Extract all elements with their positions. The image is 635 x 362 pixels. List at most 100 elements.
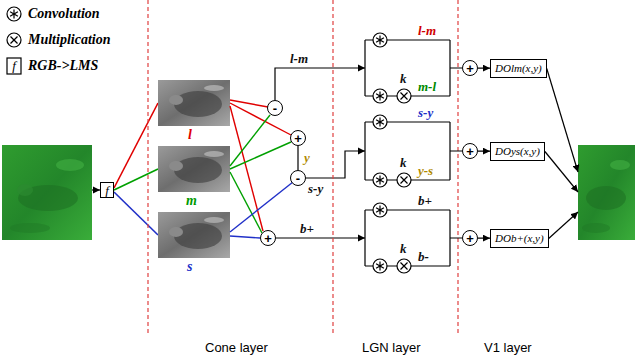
signal-name: y <box>304 150 310 165</box>
cone-image <box>158 146 230 192</box>
svg-path <box>376 176 384 185</box>
svg-rect <box>578 145 635 240</box>
svg-line <box>11 37 18 44</box>
svg-ellipse <box>204 151 224 157</box>
svg-g <box>373 115 411 187</box>
svg-circle <box>373 33 387 47</box>
svg-ellipse <box>17 184 33 196</box>
svg-ellipse <box>169 95 183 105</box>
svg-rect <box>158 146 230 192</box>
svg-path <box>401 263 408 270</box>
operator-circle: + <box>462 60 478 76</box>
svg-ellipse <box>610 160 630 170</box>
input-arrow <box>92 189 100 190</box>
svg-path <box>230 106 263 231</box>
signal-name: b+ <box>300 221 314 236</box>
operator-circle: + <box>462 143 478 159</box>
output-box: DOlm(x,y) <box>490 59 547 78</box>
svg-ellipse <box>204 217 224 223</box>
lgn-channel <box>365 33 462 103</box>
svg-circle <box>373 203 387 217</box>
svg-path <box>401 177 408 184</box>
svg-rect <box>158 212 230 258</box>
svg-circle <box>373 115 387 129</box>
svg-circle <box>373 89 387 103</box>
layer-name: V1 layer <box>484 340 532 355</box>
cone-image <box>158 80 230 126</box>
svg-circle <box>7 7 21 21</box>
input-image <box>2 145 92 240</box>
svg-circle <box>373 173 387 187</box>
svg-path <box>275 68 365 100</box>
signal-name: m-l <box>418 79 436 94</box>
svg-path <box>376 262 384 271</box>
svg-ellipse <box>56 159 84 171</box>
node-text: - <box>296 172 300 185</box>
svg-path <box>401 93 408 100</box>
svg-path <box>365 122 462 180</box>
legend-text: Multiplication <box>28 32 110 48</box>
operator-circle: + <box>260 230 276 246</box>
svg-line <box>11 37 18 44</box>
layer-name: Cone layer <box>205 340 268 355</box>
output-box: DOys(x,y) <box>490 142 545 161</box>
svg-ellipse <box>586 186 626 210</box>
svg-ellipse <box>582 223 610 233</box>
signal-name: b- <box>418 249 429 264</box>
signal-name: l-m <box>290 51 308 66</box>
svg-path <box>230 142 291 169</box>
node-text: DOys(x,y) <box>495 145 540 157</box>
node-text: - <box>273 102 277 115</box>
legend-symbols <box>7 7 21 74</box>
connector <box>297 146 298 170</box>
svg-line <box>10 12 18 17</box>
svg-path <box>230 236 260 238</box>
layer-name: LGN layer <box>362 340 421 355</box>
channel-wires <box>114 103 158 235</box>
svg-circle <box>7 33 21 47</box>
svg-path <box>230 172 262 233</box>
node-text: f <box>105 184 109 197</box>
operator-circle: + <box>462 230 478 246</box>
gain-name: k <box>400 71 407 86</box>
layer-separators <box>148 0 458 334</box>
svg-path <box>114 103 158 188</box>
svg-circle <box>373 259 387 273</box>
svg-circle <box>397 89 411 103</box>
node-text: + <box>264 232 272 245</box>
svg-path <box>230 182 293 232</box>
svg-circle <box>397 259 411 273</box>
signal-name: s-y <box>308 181 323 196</box>
node-text: + <box>466 232 474 245</box>
svg-ellipse <box>174 91 222 117</box>
svg-line <box>10 12 18 17</box>
svg-path <box>306 151 365 178</box>
svg-line <box>332 0 333 334</box>
node-text: + <box>466 62 474 75</box>
operator-circle: - <box>290 170 306 186</box>
svg-ellipse <box>169 227 183 237</box>
output-image <box>578 145 635 240</box>
output-box: DOb+(x,y) <box>490 229 549 248</box>
operator-circle: - <box>267 100 283 116</box>
svg-line <box>147 0 148 334</box>
svg-g <box>373 33 411 103</box>
output-arrow <box>549 212 578 239</box>
channel-name: m <box>186 193 197 208</box>
legend-sample-text: f <box>7 58 21 74</box>
node-text: + <box>466 145 474 158</box>
gain-name: k <box>400 155 407 170</box>
cone-image <box>158 212 230 258</box>
svg-ellipse <box>174 157 222 183</box>
channel-name: s <box>187 259 192 274</box>
connector <box>478 237 490 238</box>
output-arrow <box>545 152 578 193</box>
signal-name: l-m <box>418 23 436 38</box>
svg-ellipse <box>169 161 183 171</box>
transform-box: f <box>100 182 114 198</box>
operator-circle: + <box>290 130 306 146</box>
svg-path <box>376 36 384 45</box>
node-text: DOb+(x,y) <box>495 232 544 244</box>
svg-rect <box>7 58 21 74</box>
lgn-channel <box>365 203 462 273</box>
